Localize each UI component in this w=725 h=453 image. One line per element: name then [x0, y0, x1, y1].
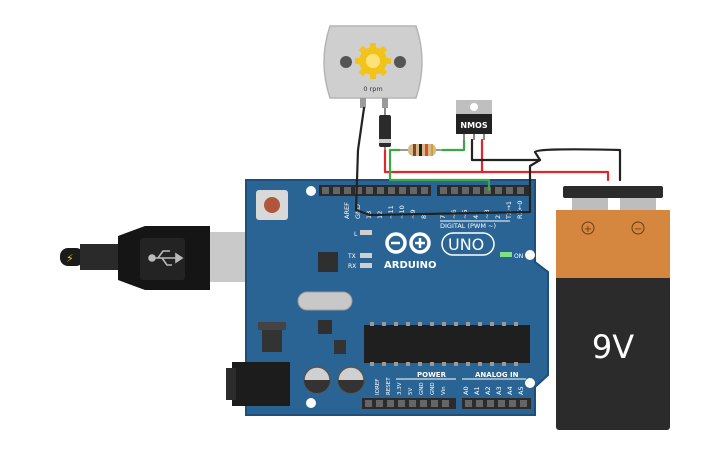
power-section-label: POWER: [417, 371, 447, 379]
pin-label-3v3: 3.3V: [397, 382, 403, 395]
pin-label-a1: A1: [473, 386, 481, 395]
battery-voltage-label: 9V: [592, 328, 634, 366]
analog-pin-labels: A0 A1 A2 A3 A4 A5: [462, 386, 525, 395]
diode[interactable]: [379, 108, 391, 150]
dc-power-jack[interactable]: [226, 362, 290, 406]
pin-label-1: TX→1: [505, 201, 513, 220]
crystal-oscillator: [297, 291, 353, 311]
nmos-transistor[interactable]: NMOS: [456, 100, 492, 140]
led-rx: [360, 263, 372, 268]
pin-label-a2: A2: [484, 386, 492, 395]
motor-screw: [340, 56, 352, 68]
pin-label-4: 4: [472, 215, 480, 219]
small-chip: [318, 320, 332, 334]
mounting-hole: [525, 378, 535, 388]
pin-label-a0: A0: [462, 386, 470, 395]
led-tx-label: TX: [347, 253, 356, 260]
model-label: UNO: [448, 235, 484, 254]
pin-label-reset: RESET: [386, 377, 392, 395]
battery-negative-symbol: −: [634, 224, 642, 235]
motor-screw: [394, 56, 406, 68]
onboard-leds: L TX RX ON: [347, 230, 523, 270]
atmega-microcontroller: [364, 322, 530, 366]
pin-label-5v: 5V: [408, 388, 414, 395]
motor-speed-readout: 0 rpm: [363, 85, 382, 93]
led-tx: [360, 253, 372, 258]
pin-label-11: ~11: [387, 205, 395, 219]
power-pin-labels: IOREF RESET 3.3V 5V GND GND Vin: [375, 377, 447, 395]
analog-header[interactable]: [462, 398, 531, 409]
lightning-icon: ⚡: [66, 252, 74, 265]
pin-label-7: 7: [439, 215, 447, 219]
dc-motor[interactable]: 0 rpm: [323, 25, 423, 108]
pin-label-a4: A4: [506, 386, 514, 395]
pin-label-2: 2: [494, 215, 502, 219]
led-on-label: ON: [514, 253, 523, 260]
pin-label-vin: Vin: [441, 386, 447, 395]
brand-label: ARDUINO: [384, 260, 436, 271]
pin-label-10: ~10: [398, 205, 406, 219]
voltage-regulator: [258, 322, 286, 352]
pin-label-0: RX←0: [516, 200, 524, 219]
wire-motor-to-gnd[interactable]: [354, 106, 372, 217]
analog-section-label: ANALOG IN: [475, 371, 519, 379]
resistor[interactable]: [400, 144, 442, 156]
pin-label-gnd-1: GND: [419, 382, 425, 395]
pin-label-8: 8: [420, 215, 428, 219]
pin-label-gnd-2: GND: [430, 382, 436, 395]
pin-label-aref: AREF: [343, 202, 351, 219]
arduino-logo: [385, 232, 431, 254]
transistor-label: NMOS: [460, 121, 487, 130]
digital-header[interactable]: [319, 185, 531, 196]
battery-clip: [563, 186, 663, 198]
mounting-hole: [306, 186, 316, 196]
mounting-hole: [525, 250, 535, 260]
wire-source-to-battery-negative[interactable]: [470, 138, 622, 182]
mounting-hole: [306, 398, 316, 408]
motor-terminal: [382, 98, 388, 108]
led-rx-label: RX: [348, 263, 356, 270]
pin-label-a5: A5: [517, 386, 525, 395]
usb-controller-chip: [318, 252, 338, 272]
gear-icon: [355, 43, 391, 79]
battery-label-band: [556, 210, 670, 278]
wire-resistor-to-gate[interactable]: [440, 138, 466, 152]
pin-label-3: ~3: [483, 209, 491, 219]
reset-button[interactable]: [256, 190, 288, 220]
wire-resistor-to-pin-3[interactable]: [388, 148, 491, 192]
capacitors: [303, 366, 365, 394]
arduino-uno-board[interactable]: AREF GND 13 12 ~11 ~10 ~9 8 7 ~6 ~5 4 ~3…: [226, 179, 549, 416]
battery-9v[interactable]: + − 9V: [556, 186, 670, 430]
led-l-label: L: [354, 231, 358, 238]
motor-terminal: [360, 98, 366, 108]
digital-section-label: DIGITAL (PWM ~): [440, 222, 496, 230]
small-component: [334, 340, 346, 354]
led-on: [500, 252, 512, 257]
battery-positive-symbol: +: [584, 224, 592, 235]
pin-label-a3: A3: [495, 386, 503, 395]
usb-icon: [148, 250, 184, 266]
pin-label-ioref: IOREF: [375, 379, 381, 395]
wire-battery-negative-to-gnd[interactable]: [368, 158, 542, 217]
power-header[interactable]: [362, 398, 456, 409]
led-l: [360, 230, 372, 235]
